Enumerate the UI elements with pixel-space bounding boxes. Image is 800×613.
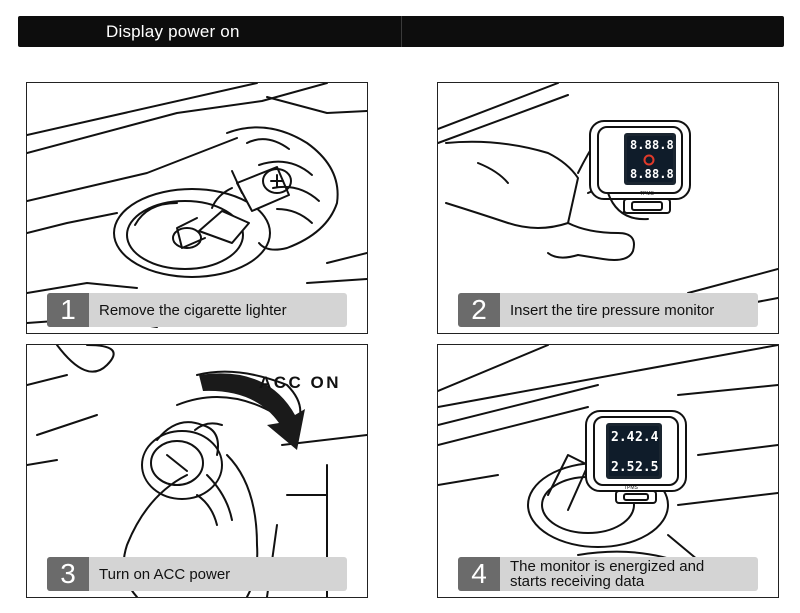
step-4-brand: TPMS	[624, 485, 639, 491]
step-3-text: Turn on ACC power	[99, 565, 231, 583]
step-1-text: Remove the cigarette lighter	[99, 301, 287, 319]
step-4-reading-rl: 2.5	[611, 460, 634, 475]
step-2-number: 2	[458, 293, 500, 327]
step-3-number: 3	[47, 557, 89, 591]
step-2-panel: 8.8 8.8 8.8 8.8 TPMS 2 Insert the tire p…	[437, 82, 779, 334]
step-2-brand: TPMS	[640, 191, 655, 197]
step-4-number: 4	[458, 557, 500, 591]
step-4-text: The monitor is energized and starts rece…	[510, 558, 705, 590]
step-3-panel: ACC ON 3 Turn on ACC power	[26, 344, 368, 598]
step-4-reading-rr: 2.5	[635, 460, 658, 475]
step-2-monitor-screen: 8.8 8.8 8.8 8.8 TPMS	[624, 133, 676, 197]
step-2-reading-fr: 8.8	[652, 138, 674, 152]
step-1-panel: 1 Remove the cigarette lighter	[26, 82, 368, 334]
step-3-caption: 3 Turn on ACC power	[47, 557, 347, 591]
step-4-monitor-screen: 2.4 2.4 2.5 2.5 TPMS	[606, 423, 662, 491]
header-divider	[401, 16, 402, 47]
step-2-reading-fl: 8.8	[630, 138, 652, 152]
step-4-caption: 4 The monitor is energized and starts re…	[458, 557, 758, 591]
acc-arrow-icon	[199, 373, 305, 450]
step-2-text: Insert the tire pressure monitor	[510, 301, 715, 319]
step-4-reading-fl: 2.4	[611, 430, 635, 445]
tire-warning-icon	[643, 154, 655, 166]
page-title: Display power on	[106, 22, 240, 41]
step-2-reading-rr: 8.8	[652, 167, 674, 181]
step-4-panel: 2.4 2.4 2.5 2.5 TPMS 4 The monitor is en…	[437, 344, 779, 598]
step-2-caption: 2 Insert the tire pressure monitor	[458, 293, 758, 327]
acc-on-label: ACC ON	[259, 373, 342, 392]
step-1-number: 1	[47, 293, 89, 327]
step-4-reading-fr: 2.4	[635, 430, 659, 445]
step-2-reading-rl: 8.8	[630, 167, 652, 181]
step-1-caption: 1 Remove the cigarette lighter	[47, 293, 347, 327]
